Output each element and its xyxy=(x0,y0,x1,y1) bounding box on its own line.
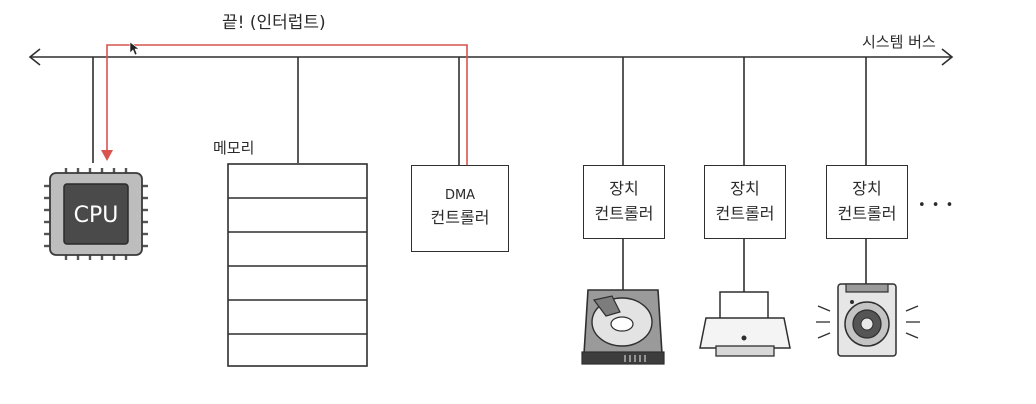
hard-disk-icon xyxy=(581,289,665,365)
controller-label: 컨트롤러 xyxy=(715,204,775,223)
controller-label: 컨트롤러 xyxy=(594,204,654,223)
system-bus-label: 시스템 버스 xyxy=(862,33,936,51)
cpu-chip-icon: CPU xyxy=(44,168,148,260)
dma-label: DMA xyxy=(444,188,476,204)
ellipsis: • • • xyxy=(918,198,955,213)
memory-label: 메모리 xyxy=(213,139,255,157)
bus-connectors xyxy=(92,57,867,292)
device-controller-box-3: 장치 컨트롤러 xyxy=(826,165,908,239)
device-label: 장치 xyxy=(609,179,639,199)
interrupt-arrow xyxy=(101,44,468,165)
mouse-cursor-icon xyxy=(129,41,140,56)
device-controller-box-2: 장치 컨트롤러 xyxy=(704,165,786,239)
interrupt-label: 끝! (인터럽트) xyxy=(222,13,326,33)
memory-stack xyxy=(227,163,368,367)
printer-icon xyxy=(699,291,791,357)
dma-controller-label: 컨트롤러 xyxy=(430,208,490,228)
device-label: 장치 xyxy=(852,179,882,199)
device-label: 장치 xyxy=(730,179,760,199)
system-bus-line xyxy=(28,48,954,66)
device-controller-box-1: 장치 컨트롤러 xyxy=(583,165,665,239)
dma-controller-box: DMA 컨트롤러 xyxy=(411,165,509,252)
camera-icon xyxy=(816,283,920,357)
cpu-label: CPU xyxy=(74,203,119,228)
controller-label: 컨트롤러 xyxy=(837,204,897,223)
